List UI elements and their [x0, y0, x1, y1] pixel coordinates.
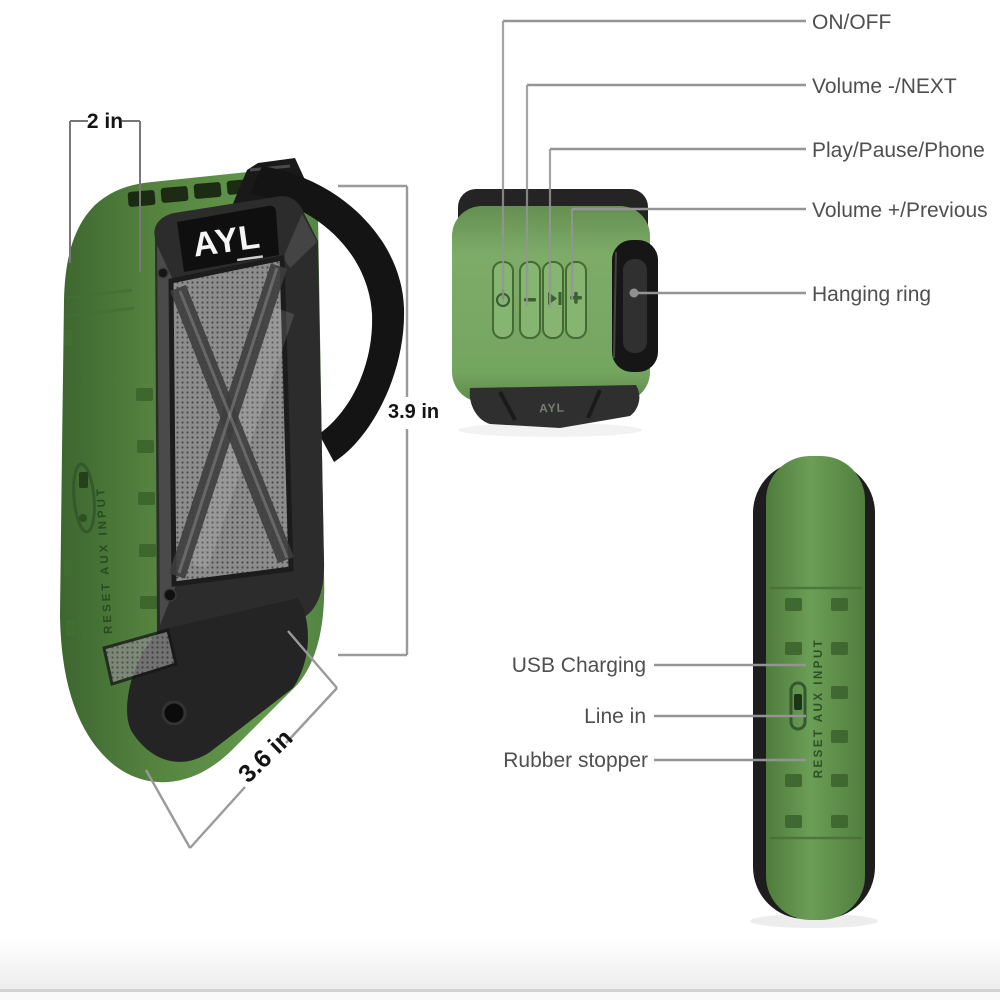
callout-label-volume-previous: Volume +/Previous — [812, 199, 988, 222]
side-usb-port — [794, 694, 802, 710]
side-port-stopper — [789, 681, 807, 731]
lanyard-hole — [161, 700, 187, 726]
callout-line-on-off — [501, 19, 806, 302]
dimension-lines — [69, 120, 409, 849]
callout-line-play-pause — [548, 147, 806, 308]
front-logo-text: AYL — [190, 217, 263, 264]
frame-screw-bottom — [163, 588, 177, 602]
carry-strap — [250, 166, 405, 462]
speaker-side-view: RESET AUX INPUT — [750, 456, 878, 928]
speaker-top-view: AYL — [452, 189, 658, 437]
callout-label-usb-charging: USB Charging — [511, 654, 646, 677]
callout-label-hanging-ring: Hanging ring — [812, 283, 932, 306]
callout-label-line-in: Line in — [584, 705, 646, 728]
dimension-bracket-2in — [69, 120, 141, 272]
dimension-bracket-39in — [338, 184, 409, 657]
floor-shadow-gradient — [0, 938, 1000, 990]
speaker-front-view: RESET AUX INPUT AYL — [60, 158, 405, 783]
callout-label-play-pause-phone: Play/Pause/Phone — [812, 139, 985, 162]
side-emboss-text: RESET AUX INPUT — [813, 638, 825, 779]
front-port-stopper — [72, 462, 96, 534]
floor-edge-line — [0, 989, 1000, 992]
frame-screw-top — [157, 267, 169, 279]
callout-lines — [501, 19, 806, 762]
logo-tagline-mark — [236, 255, 264, 262]
callout-label-on-off: ON/OFF — [812, 11, 892, 34]
dimension-label-top-width: 2 in — [86, 110, 124, 133]
front-usb-port — [79, 472, 88, 488]
hanging-ring — [612, 240, 658, 372]
callout-line-hanging-ring — [629, 288, 806, 298]
side-green-face — [766, 456, 865, 920]
callout-label-rubber-stopper: Rubber stopper — [503, 749, 648, 772]
top-logo-text: AYL — [539, 401, 565, 416]
logo-plate — [177, 205, 279, 272]
minus-icon — [524, 298, 536, 302]
dimension-bracket-36in — [144, 630, 338, 849]
side-treads — [785, 598, 848, 828]
front-aux-port — [79, 514, 87, 522]
side-treads — [64, 288, 158, 661]
front-bottom-cap — [102, 598, 308, 762]
dimension-label-height: 3.9 in — [388, 401, 440, 423]
callout-line-volume-next — [525, 83, 806, 306]
top-vent-slots — [127, 179, 253, 207]
speaker-grille — [168, 254, 295, 587]
floor-below-strip — [0, 992, 1000, 1000]
callout-line-volume-previous — [570, 207, 806, 300]
callout-label-volume-next: Volume -/NEXT — [812, 75, 957, 98]
